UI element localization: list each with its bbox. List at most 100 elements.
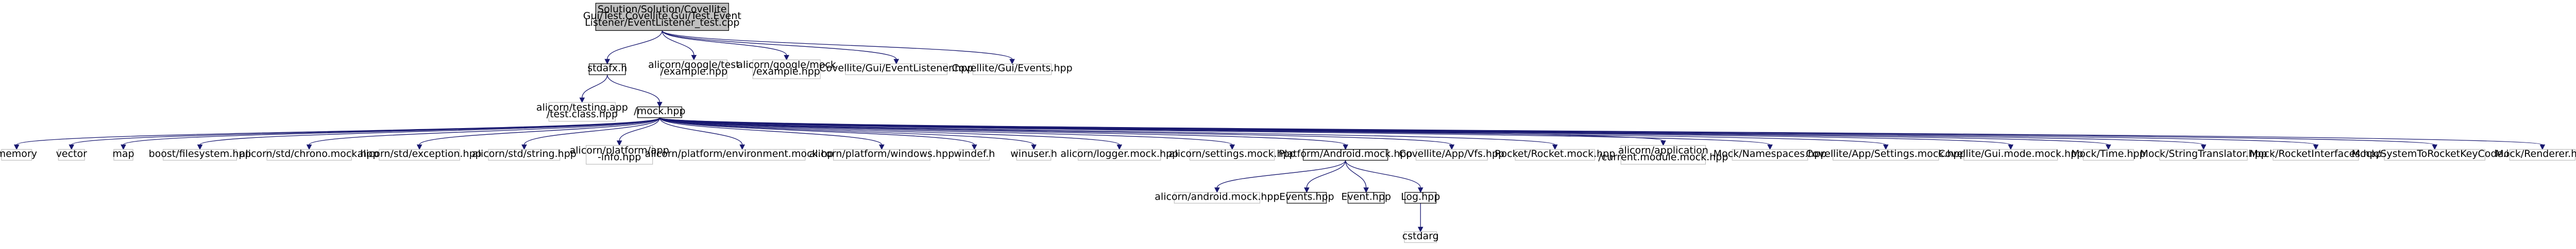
edge-arrowhead-android-to-androidmock	[1214, 187, 1220, 193]
node-windows-label-line-0: alicorn/platform/windows.hpp	[809, 148, 955, 159]
node-android[interactable]: Platform/Android.mock.hpp	[1279, 148, 1413, 161]
node-androidmock-label-line-0: alicorn/android.mock.hpp	[1155, 191, 1279, 202]
node-namespaces-label-line-0: Mock/Namespaces.hpp	[1714, 148, 1827, 159]
edge-arrowhead-root-to-gmock	[784, 55, 789, 61]
node-mock[interactable]: /mock.hpp	[634, 105, 685, 118]
node-vector-box	[58, 149, 85, 161]
node-windef-label-line-0: windef.h	[954, 148, 995, 159]
edge-arrowhead-mock-to-winuser	[1031, 144, 1037, 150]
node-vfs-label-line-0: Covellite/App/Vfs.hpp	[1399, 148, 1505, 159]
node-curmodule-label-line-1: /current.module.mock.hpp	[1598, 151, 1728, 163]
edge-arrowhead-mock-to-keycode	[2432, 144, 2437, 150]
node-gmock-box	[752, 59, 821, 79]
node-boostfs-box	[163, 149, 237, 161]
node-windef-box	[959, 149, 990, 161]
edge-arrowhead-stdafx-to-mock	[657, 102, 663, 108]
node-gmock-label-line-1: /example.hpp	[753, 66, 820, 77]
edge-arrowhead-mock-to-curmodule	[1660, 140, 1666, 146]
node-eventshpp[interactable]: Events.hpp	[1279, 191, 1334, 204]
node-android-box	[1302, 149, 1388, 161]
node-keycode-box	[2384, 149, 2486, 161]
edge-arrowhead-root-to-gtest	[691, 55, 697, 61]
node-root-label-line-0: Solution/Solution/Covellite	[598, 4, 726, 15]
edge-android-to-androidmock	[1216, 160, 1346, 188]
edge-android-to-loghpp	[1345, 160, 1421, 188]
edge-arrowhead-mock-to-appinfo	[616, 140, 622, 146]
edge-mock-to-vector	[71, 117, 660, 145]
node-root-label-line-1: Gui/Test.Covellite.Gui/Test.Event	[583, 10, 741, 22]
node-mock-label-line-0: /mock.hpp	[634, 105, 685, 117]
node-renderer-label-line-0: Mock/Renderer.hpp	[2495, 148, 2576, 159]
node-appinfo-box	[586, 145, 653, 165]
node-cstdarg-box	[1404, 231, 1437, 243]
node-stdafx[interactable]: stdafx.h	[587, 63, 627, 75]
edge-mock-to-environment	[659, 117, 743, 145]
edge-mock-to-boostfs	[199, 117, 660, 145]
edge-arrowhead-mock-to-boostfs	[197, 144, 203, 150]
nodes-layer: Solution/Solution/CovelliteGui/Test.Cove…	[0, 3, 2576, 243]
edge-arrowhead-mock-to-map	[121, 144, 126, 150]
node-boostfs: boost/filesystem.hpp	[149, 148, 251, 161]
edge-stdafx-to-mock	[607, 75, 660, 102]
node-events_root: Covellite/Gui/Events.hpp	[952, 63, 1073, 75]
node-mocktime-label-line-0: Mock/Time.hpp	[2071, 148, 2146, 159]
node-root-box	[595, 3, 729, 31]
edge-mock-to-keycode	[659, 117, 2435, 145]
edge-mock-to-appinfo	[619, 117, 660, 141]
edge-android-to-eventshpp	[1306, 160, 1346, 188]
node-namespaces: Mock/Namespaces.hpp	[1714, 148, 1827, 161]
edge-arrowhead-mock-to-translator	[2200, 144, 2207, 150]
edge-mock-to-winuser	[659, 117, 1035, 145]
edge-arrowhead-mock-to-android	[1343, 144, 1348, 150]
edge-arrowhead-mock-to-vfs	[1449, 144, 1455, 150]
edge-arrowhead-mock-to-logger	[1116, 144, 1123, 150]
node-evlistener-label-line-0: Covellite/Gui/EventListener.hpp	[819, 63, 973, 74]
node-stdafx-label-line-0: stdafx.h	[587, 63, 627, 74]
node-translator-box	[2159, 149, 2248, 161]
edge-mock-to-settings	[659, 117, 1233, 145]
node-curmodule-label-line-0: alicorn/application	[1618, 145, 1708, 156]
node-appsettings: Covellite/App/Settings.mock.hpp	[1806, 148, 1966, 161]
edge-mock-to-mocktime	[659, 117, 2109, 145]
node-memory-box	[1, 149, 32, 161]
node-vector-label-line-0: vector	[56, 148, 87, 159]
node-logger: alicorn/logger.mock.hpp	[1060, 148, 1178, 161]
node-testclass-label-line-1: /test.class.hpp	[547, 109, 618, 120]
node-eventhpp-box	[1347, 192, 1385, 204]
edge-mock-to-android	[659, 117, 1346, 145]
node-exception-box	[379, 149, 460, 161]
node-gmock: alicorn/google/mock/example.hpp	[737, 59, 836, 79]
edge-arrowhead-root-to-stdafx	[604, 59, 611, 65]
node-chrono: alicorn/std/chrono.mock.hpp	[240, 148, 379, 161]
node-testclass-box	[548, 102, 616, 122]
edge-mock-to-memory	[16, 117, 660, 145]
edge-root-to-events_root	[662, 30, 1013, 60]
node-loghpp[interactable]: Log.hpp	[1401, 191, 1440, 204]
node-logger-box	[1077, 149, 1161, 161]
node-guimode-box	[1963, 149, 2058, 161]
edge-mock-to-renderer	[659, 117, 2543, 145]
node-winuser-label-line-0: winuser.h	[1010, 148, 1057, 159]
node-eventshpp-label-line-0: Events.hpp	[1279, 191, 1334, 202]
edge-arrowhead-android-to-eventshpp	[1304, 187, 1310, 193]
node-windef: windef.h	[954, 148, 995, 161]
edge-arrowhead-mock-to-vector	[69, 144, 75, 150]
edge-arrowhead-mock-to-settings	[1229, 144, 1235, 150]
node-environment-label-line-0: alicorn/platform/environment.mock.hpp	[645, 148, 840, 159]
node-appsettings-label-line-0: Covellite/App/Settings.mock.hpp	[1806, 148, 1965, 159]
edge-arrowhead-mock-to-windef	[971, 144, 977, 150]
node-windows: alicorn/platform/windows.hpp	[809, 148, 955, 161]
node-root[interactable]: Solution/Solution/CovelliteGui/Test.Cove…	[583, 3, 741, 31]
edge-arrowhead-android-to-loghpp	[1417, 187, 1423, 193]
edge-mock-to-string	[523, 117, 660, 145]
node-chrono-box	[266, 149, 352, 161]
node-mock-box	[637, 106, 682, 118]
edge-mock-to-exception	[419, 117, 660, 145]
node-settings-box	[1189, 149, 1275, 161]
node-eventhpp[interactable]: Event.hpp	[1341, 191, 1391, 204]
edge-arrowhead-android-to-eventhpp	[1363, 187, 1369, 193]
edge-arrowhead-stdafx-to-testclass	[579, 97, 585, 103]
node-gtest-label-line-1: /example.hpp	[660, 66, 727, 77]
node-curmodule: alicorn/application/current.module.mock.…	[1598, 145, 1728, 165]
node-vfs-box	[1415, 149, 1488, 161]
